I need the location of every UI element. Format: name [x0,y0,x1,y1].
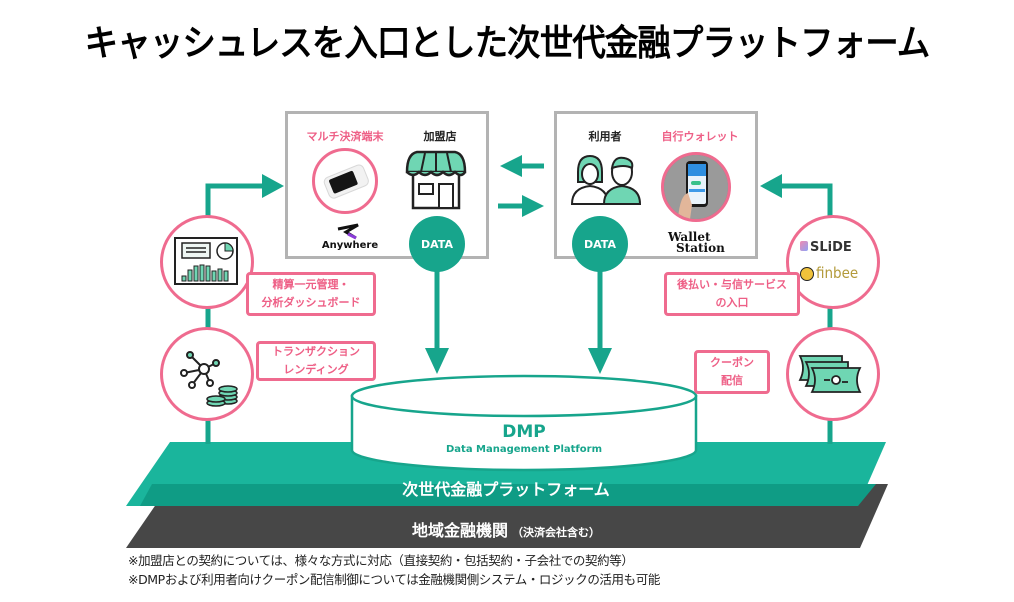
terminal-brand: Anywhere [321,240,379,251]
smartphone-wallet-icon [664,155,728,219]
slide-logo-icon: SLiDE [800,240,870,255]
finbee-logo-icon: finbee [800,264,870,282]
lending-bubble-line2: レンディング [283,363,349,376]
dashboard-bubble-line2: 分析ダッシュボード [261,296,361,309]
bnpl-bubble-line1: 後払い・与信サービス [677,278,787,291]
coupon-tickets-icon [798,355,862,393]
merchant-data-badge: DATA [409,216,465,272]
arrow-to-user-head [522,195,544,217]
coupon-bubble-line1: クーポン [710,356,754,369]
arrow-to-merchant-head [500,155,522,177]
lending-bubble: トランザクションレンディング [256,341,376,381]
platform-label: 次世代金融プラットフォーム [402,480,610,499]
dashboard-bubble-line1: 精算一元管理・ [272,278,350,291]
footnote-1: ※加盟店との契約については、様々な方式に対応（直接契約・包括契約・子会社での契約… [128,553,634,568]
bank-sub-label: （決済会社含む） [512,526,600,539]
storefront-icon [405,150,467,210]
merchant-data-down-head [425,348,449,374]
left-connector-arrowhead [262,174,284,198]
users-icon [570,154,642,205]
user-data-badge: DATA [572,216,628,272]
wallet-brand-line2: Station [676,241,725,255]
right-connector-arrowhead [760,174,782,198]
terminal-ring [312,148,378,214]
bnpl-bubble: 後払い・与信サービスの入口 [664,272,800,316]
dmp-title: DMP [502,422,546,442]
bnpl-ring [786,215,880,309]
merchant-label: 加盟店 [423,130,457,143]
network-coins-icon [180,351,238,407]
anywhere-logo-icon [337,223,359,240]
wallet-brand: Wallet Station [668,230,730,255]
dashboard-chart-icon [174,237,238,285]
payment-terminal-icon [323,164,369,199]
user-data-down-head [588,348,612,374]
platform-overlap-band [140,484,876,506]
lending-bubble-line1: トランザクション [272,345,360,358]
dashboard-bubble: 精算一元管理・分析ダッシュボード [246,272,376,316]
slide-brand: SLiDE [810,240,852,255]
finbee-brand: finbee [816,264,859,282]
user-label: 利用者 [588,130,622,143]
wallet-ring [661,152,731,222]
dmp-cylinder-top [350,374,698,418]
bnpl-bubble-line2: の入口 [715,296,749,309]
dmp-subtitle: Data Management Platform [445,444,602,455]
footnote-2: ※DMPおよび利用者向けクーポン配信制御については金融機関側システム・ロジックの… [128,572,660,587]
bank-layer-label: 地域金融機関 （決済会社含む） [126,517,886,541]
terminal-label: マルチ決済端末 [306,130,384,143]
wallet-label: 自行ウォレット [661,130,739,143]
wallet-brand-line1: Wallet [668,230,711,244]
coupon-bubble: クーポン配信 [694,350,770,394]
bank-label: 地域金融機関 [411,521,508,540]
coupon-bubble-line2: 配信 [721,374,743,387]
page-title: キャッシュレスを入口とした次世代金融プラットフォーム [84,23,931,64]
